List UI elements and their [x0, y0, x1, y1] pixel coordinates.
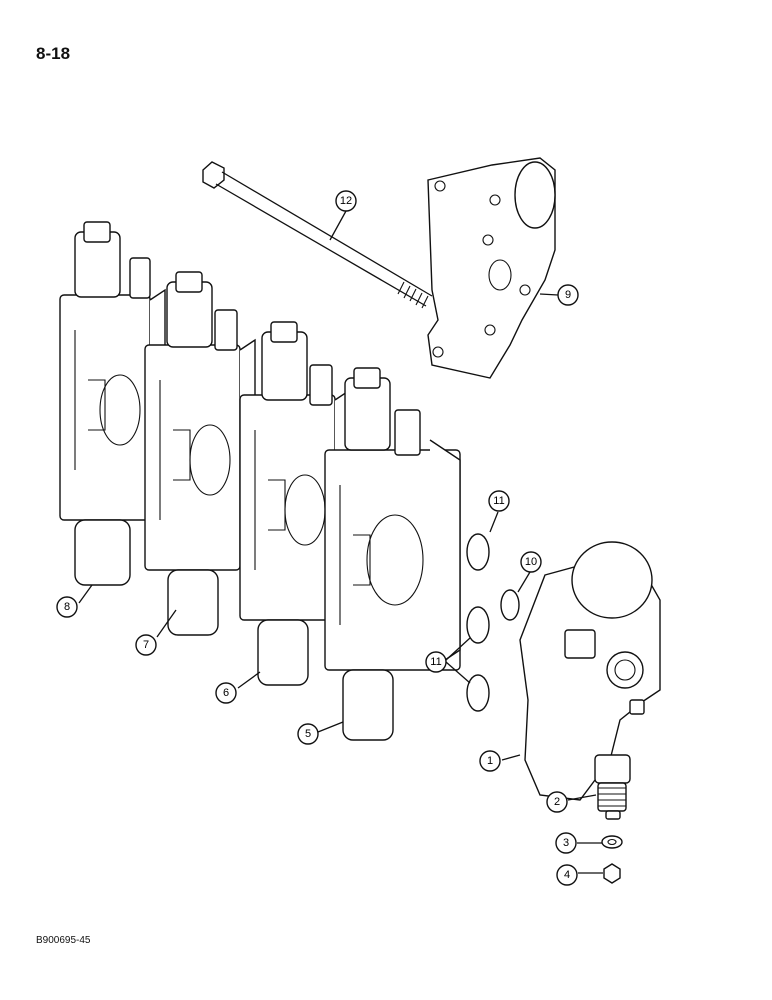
valve-section-5: [324, 367, 461, 741]
svg-text:4: 4: [564, 869, 570, 881]
svg-text:1: 1: [487, 755, 493, 767]
nut-part: [603, 863, 621, 884]
callout-9: 9: [557, 284, 579, 306]
callout-2: 2: [546, 791, 568, 813]
svg-text:8: 8: [64, 601, 70, 613]
valve-section-6: [239, 321, 351, 686]
svg-text:11: 11: [493, 495, 504, 507]
end-plate-part: [427, 157, 556, 379]
callout-11-upper: 11: [488, 490, 510, 512]
callout-11-lower: 11: [425, 651, 447, 673]
o-rings: [466, 533, 520, 712]
leader-lines: [78, 210, 603, 874]
callout-1: 1: [479, 750, 501, 772]
tie-rod-part: [202, 161, 433, 309]
callout-6: 6: [215, 682, 237, 704]
svg-text:6: 6: [223, 687, 229, 699]
washer-part: [601, 835, 623, 849]
callout-4: 4: [556, 864, 578, 886]
svg-text:12: 12: [340, 195, 352, 207]
svg-text:11: 11: [430, 656, 441, 668]
svg-text:3: 3: [563, 837, 569, 849]
svg-text:10: 10: [525, 556, 537, 568]
svg-text:9: 9: [565, 289, 571, 301]
svg-text:2: 2: [554, 796, 560, 808]
figure-code: B900695-45: [36, 935, 91, 946]
callout-3: 3: [555, 832, 577, 854]
page-number: 8-18: [36, 44, 71, 63]
inlet-section-part: [519, 541, 661, 801]
svg-text:7: 7: [143, 639, 149, 651]
callout-7: 7: [135, 634, 157, 656]
callout-10: 10: [520, 551, 542, 573]
valve-section-8: [59, 221, 166, 586]
callout-5: 5: [297, 723, 319, 745]
relief-valve-part: [594, 754, 631, 820]
callout-8: 8: [56, 596, 78, 618]
svg-text:5: 5: [305, 728, 311, 740]
callout-12: 12: [335, 190, 357, 212]
